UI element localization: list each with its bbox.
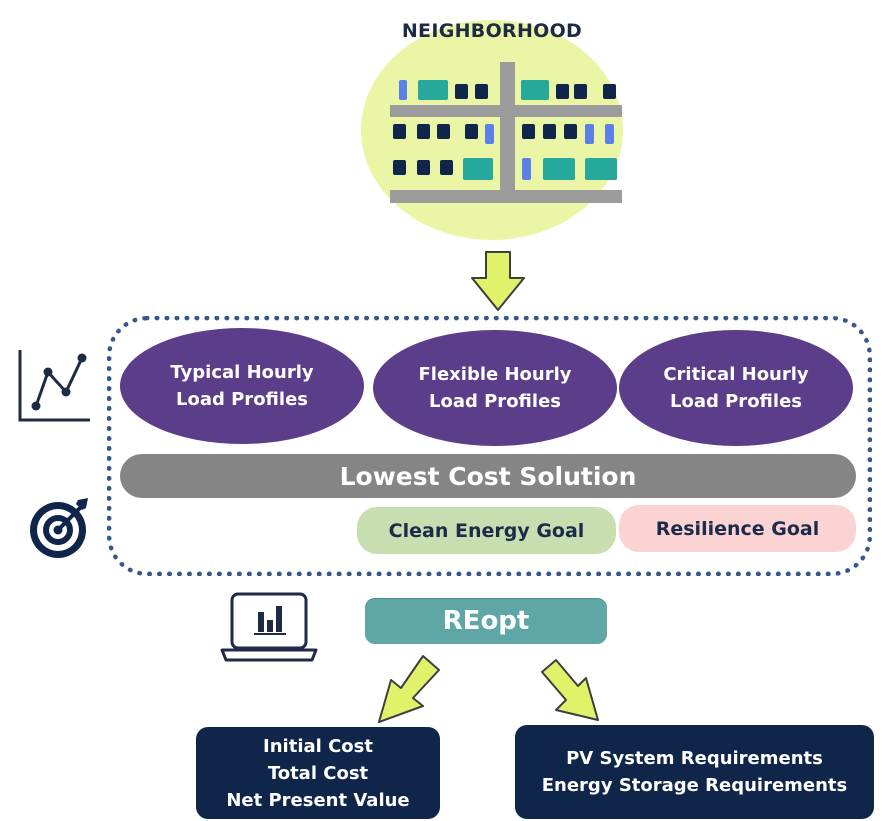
neighborhood-title: NEIGHBORHOOD	[401, 20, 583, 42]
down-arrow-icon	[471, 251, 525, 311]
critical-load-profiles: Critical Hourly Load Profiles	[619, 330, 853, 446]
requirements-outputs-box: PV System Requirements Energy Storage Re…	[515, 725, 874, 819]
output-total-cost: Total Cost	[267, 762, 369, 784]
laptop-chart-icon	[220, 592, 318, 662]
output-storage-requirements: Energy Storage Requirements	[541, 775, 848, 796]
lowest-cost-solution: Lowest Cost Solution	[120, 454, 856, 498]
reopt-box: REopt	[365, 598, 607, 644]
output-initial-cost: Initial Cost	[263, 735, 373, 757]
down-right-arrow-icon	[541, 659, 599, 721]
house-row-1	[399, 80, 616, 100]
target-icon	[30, 498, 88, 558]
cost-outputs-box: Initial Cost Total Cost Net Present Valu…	[196, 727, 440, 819]
analysis-container	[107, 316, 872, 576]
road-vertical	[500, 62, 515, 200]
clean-energy-goal: Clean Energy Goal	[357, 507, 616, 554]
down-left-arrow-icon	[378, 655, 440, 723]
output-net-present-value: Net Present Value	[226, 789, 410, 811]
house-row-2	[393, 124, 614, 144]
line-chart-icon	[18, 350, 90, 422]
resilience-goal: Resilience Goal	[619, 505, 856, 552]
house-row-3	[393, 158, 617, 180]
neighborhood-map	[390, 62, 622, 203]
output-pv-requirements: PV System Requirements	[566, 748, 823, 769]
typical-load-profiles: Typical Hourly Load Profiles	[120, 328, 364, 444]
flexible-load-profiles: Flexible Hourly Load Profiles	[373, 330, 617, 446]
